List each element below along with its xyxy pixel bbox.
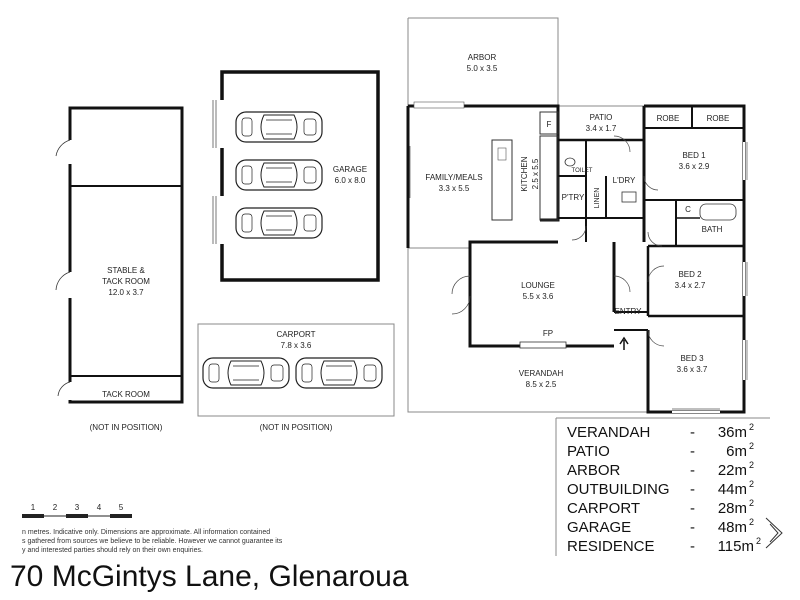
area-dash: - [690,519,695,536]
car-icon [235,159,323,191]
area-value: 28m [718,500,747,517]
disclaimer-line-2: s gathered from sources we believe to be… [22,538,283,545]
car-icon [235,111,323,143]
fireplace-label: FP [543,329,553,338]
garage-dims: 6.0 x 8.0 [335,176,366,185]
area-unit-sup: 2 [749,460,754,470]
family-meals-label: FAMILY/MEALS [425,173,482,182]
not-in-position-carport: (NOT IN POSITION) [260,423,333,432]
linen-label: LINEN [594,188,601,209]
laundry-label: L'DRY [613,176,636,185]
compass-icon [765,517,783,549]
bed-3-label: BED 3 [680,354,704,363]
patio-label: PATIO [590,113,613,122]
area-dash: - [690,462,695,479]
area-row-verandah: VERANDAH - 36m 2 [567,422,754,441]
verandah-dims: 8.5 x 2.5 [526,380,557,389]
area-label: GARAGE [567,519,631,536]
disclaimer-line-1: n metres. Indicative only. Dimensions ar… [22,529,270,536]
pantry-label: P'TRY [562,193,585,202]
bed-3-dims: 3.6 x 3.7 [677,365,708,374]
stable-dims: 12.0 x 3.7 [108,288,144,297]
bath-label: BATH [702,225,723,234]
stable-building [55,106,184,404]
scale-tick-3: 3 [75,503,80,512]
bed-2-dims: 3.4 x 2.7 [675,281,706,290]
area-unit-sup: 2 [756,536,761,546]
fridge-label: F [547,120,552,129]
area-unit-sup: 2 [749,517,754,527]
garage-building [212,70,380,282]
area-value: 36m [718,424,747,441]
area-dash: - [690,538,695,555]
robe-1-label: ROBE [657,114,680,123]
patio-dims: 3.4 x 1.7 [586,124,617,133]
arbor-dims: 5.0 x 3.5 [467,64,498,73]
stable-label-2: TACK ROOM [102,277,150,286]
area-table: VERANDAH - 36m 2 PATIO - 6m 2 ARBOR - 22… [555,417,783,556]
scale-tick-4: 4 [97,503,102,512]
area-label: RESIDENCE [567,538,655,555]
entry-arrow-icon [619,336,629,350]
bed-1-label: BED 1 [682,151,706,160]
car-icon [202,357,290,389]
lounge-label: LOUNGE [521,281,555,290]
area-dash: - [690,500,695,517]
carport-label: CARPORT [277,330,316,339]
area-unit-sup: 2 [749,441,754,451]
area-label: CARPORT [567,500,640,517]
stable-label: STABLE & [107,266,145,275]
area-unit-sup: 2 [749,479,754,489]
car-icon [235,207,323,239]
area-value: 48m [718,519,747,536]
area-label: VERANDAH [567,424,650,441]
residence [406,17,748,414]
area-row-patio: PATIO - 6m 2 [567,441,754,460]
area-row-residence: RESIDENCE - 115m 2 [567,536,761,555]
toilet-label: TOILET [572,168,593,174]
area-label: ARBOR [567,462,621,479]
cupboard-label: C [685,205,691,214]
area-value: 22m [718,462,747,479]
robe-2-label: ROBE [707,114,730,123]
arbor-label: ARBOR [468,53,497,62]
area-value: 115m [718,538,754,555]
scale-tick-5: 5 [119,503,124,512]
bed-2-label: BED 2 [678,270,702,279]
scale-bar [22,514,132,518]
car-icon [295,357,383,389]
kitchen-dims: 2.5 x 5.5 [531,158,540,189]
family-meals-dims: 3.3 x 5.5 [439,184,470,193]
bed-1-dims: 3.6 x 2.9 [679,162,710,171]
property-address: 70 McGintys Lane, Glenaroua [10,560,409,593]
carport-dims: 7.8 x 3.6 [281,341,312,350]
entry-label: ENTRY [615,307,643,316]
area-dash: - [690,481,695,498]
verandah-label: VERANDAH [519,369,564,378]
disclaimer-line-3: y and interested parties should rely on … [22,547,203,554]
area-row-garage: GARAGE - 48m 2 [567,517,754,536]
scale-tick-1: 1 [31,503,36,512]
area-dash: - [690,443,695,460]
area-row-outbuilding: OUTBUILDING - 44m 2 [567,479,754,498]
kitchen-label: KITCHEN [520,156,529,191]
area-label: OUTBUILDING [567,481,670,498]
area-row-carport: CARPORT - 28m 2 [567,498,754,517]
lounge-dims: 5.5 x 3.6 [523,292,554,301]
area-value: 6m [726,443,747,460]
area-dash: - [690,424,695,441]
garage-label: GARAGE [333,165,367,174]
scale-tick-2: 2 [53,503,58,512]
tack-room-label: TACK ROOM [102,390,150,399]
area-value: 44m [718,481,747,498]
area-unit-sup: 2 [749,422,754,432]
area-row-arbor: ARBOR - 22m 2 [567,460,754,479]
area-unit-sup: 2 [749,498,754,508]
not-in-position-stable: (NOT IN POSITION) [90,423,163,432]
carport-structure [197,323,395,417]
area-label: PATIO [567,443,610,460]
